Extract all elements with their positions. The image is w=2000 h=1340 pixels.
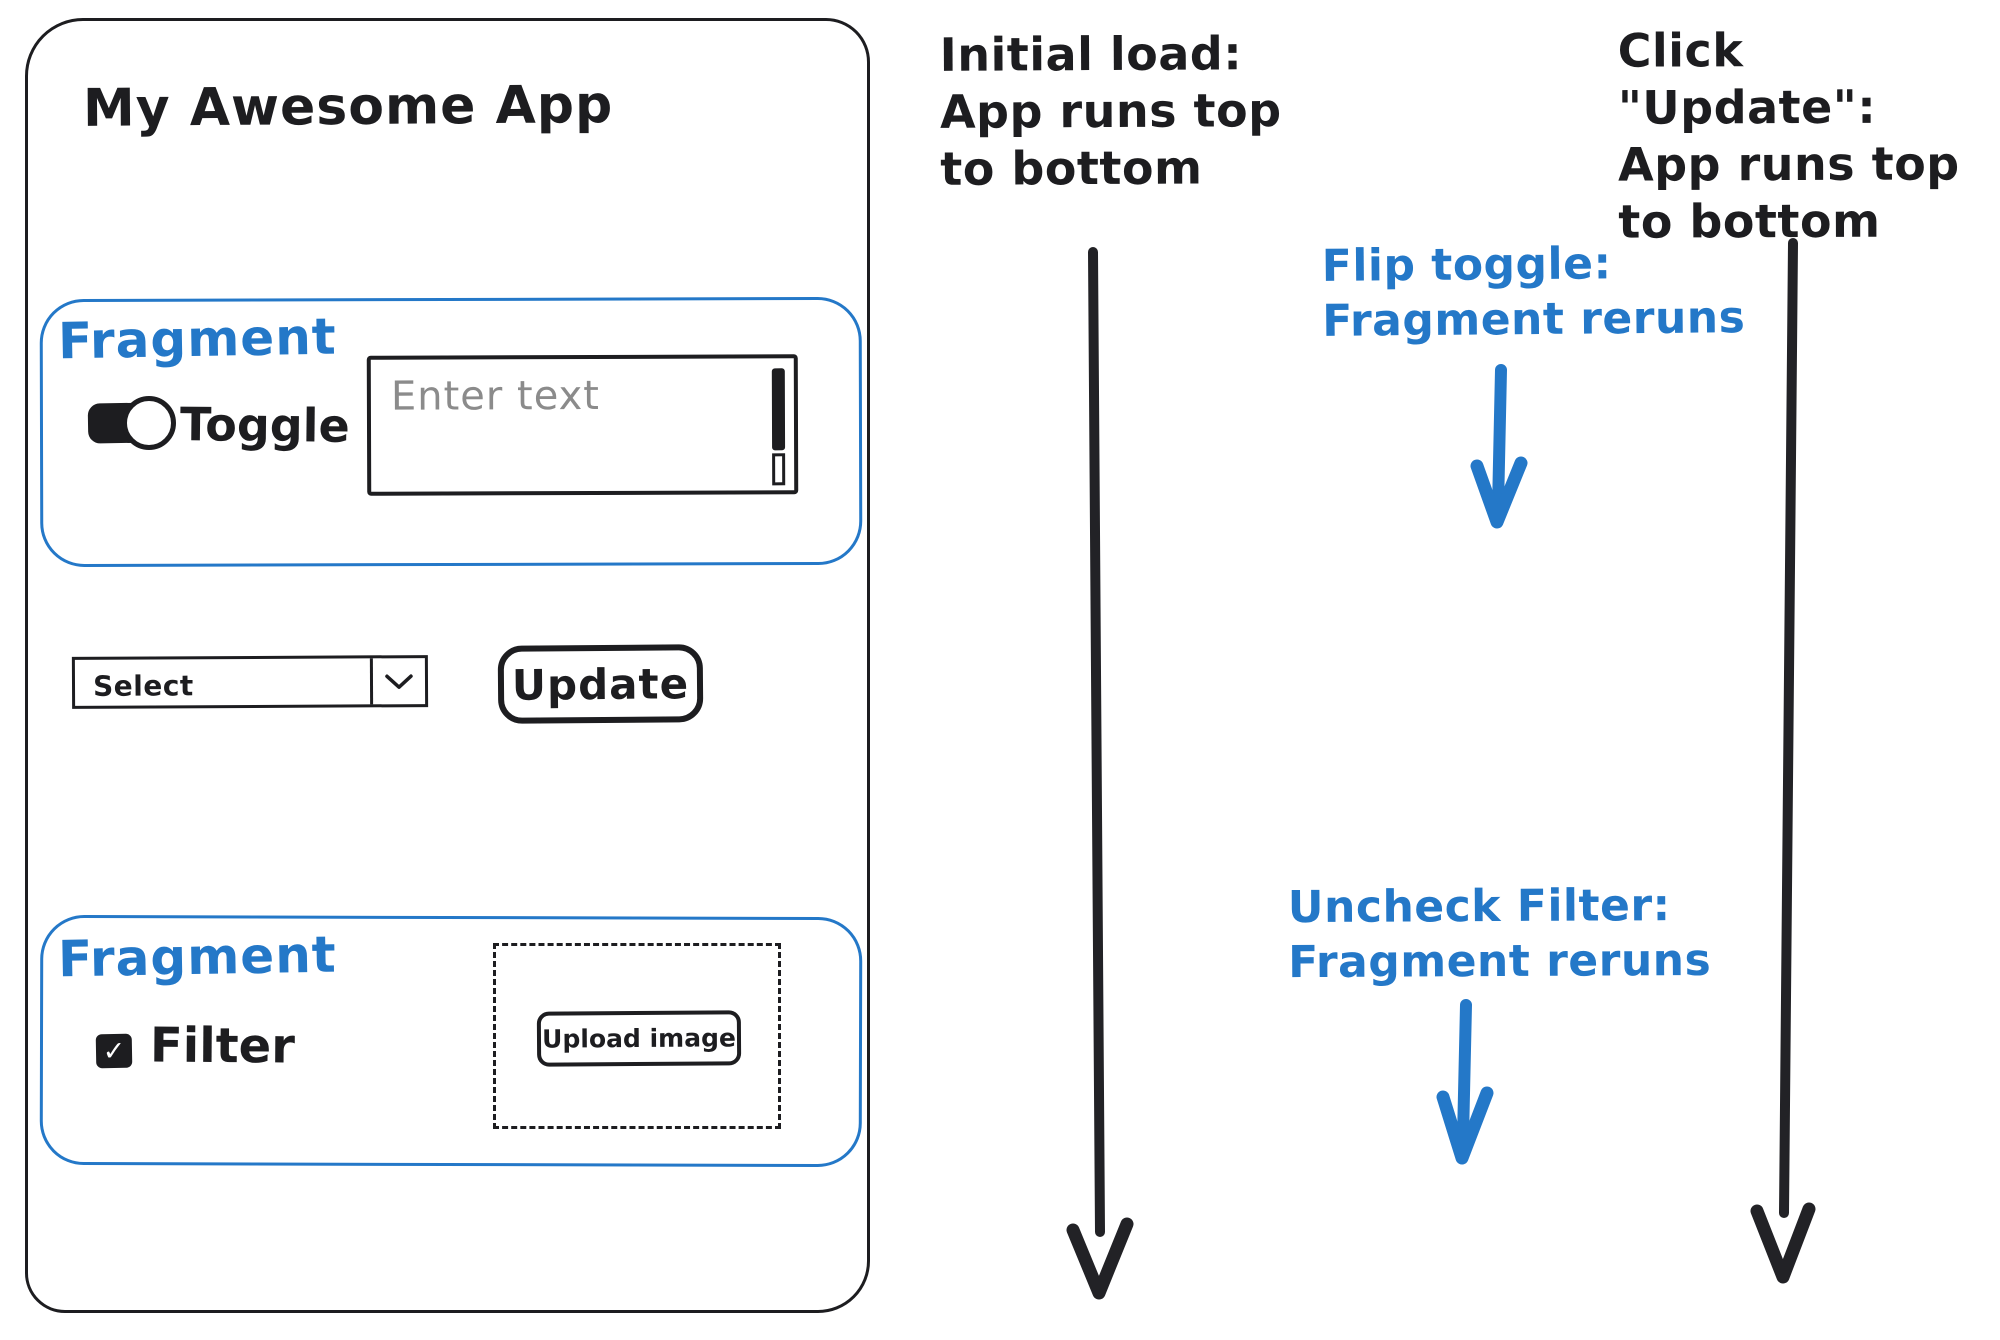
down-arrow-click-update xyxy=(1750,238,1816,1284)
fragment-label-bottom: Fragment xyxy=(57,925,338,989)
filter-checkbox[interactable]: ✓ xyxy=(95,1033,133,1069)
select-value: Select xyxy=(92,669,194,703)
toggle-knob-icon[interactable] xyxy=(122,396,176,450)
note-flip-toggle: Flip toggle: Fragment reruns xyxy=(1321,238,1746,347)
down-arrow-initial-load xyxy=(1066,247,1134,1300)
note-initial-load: Initial load: App runs top to bottom xyxy=(939,26,1282,196)
toggle-label: Toggle xyxy=(179,397,350,453)
check-icon: ✓ xyxy=(102,1035,126,1067)
scrollbar-track[interactable] xyxy=(771,453,785,486)
chevron-down-icon[interactable] xyxy=(369,658,426,705)
upload-image-button-label: Upload image xyxy=(542,1023,736,1054)
scrollbar-thumb[interactable] xyxy=(771,368,785,451)
down-arrow-uncheck-filter xyxy=(1436,999,1494,1165)
upload-image-button[interactable]: Upload image xyxy=(536,1010,742,1067)
note-click-update: Click "Update": App runs top to bottom xyxy=(1617,23,1960,249)
fragment-label-top: Fragment xyxy=(57,307,338,371)
update-button-label: Update xyxy=(511,658,690,710)
update-button[interactable]: Update xyxy=(497,644,704,724)
text-input[interactable]: Enter text xyxy=(366,354,799,496)
down-arrow-flip-toggle xyxy=(1470,364,1528,529)
textarea-scrollbar[interactable] xyxy=(771,368,785,488)
select-dropdown[interactable]: Select xyxy=(71,655,429,709)
text-input-placeholder: Enter text xyxy=(390,372,601,420)
app-title: My Awesome App xyxy=(82,75,614,139)
filter-checkbox-label: Filter xyxy=(149,1017,296,1075)
note-uncheck-filter: Uncheck Filter: Fragment reruns xyxy=(1287,880,1712,988)
